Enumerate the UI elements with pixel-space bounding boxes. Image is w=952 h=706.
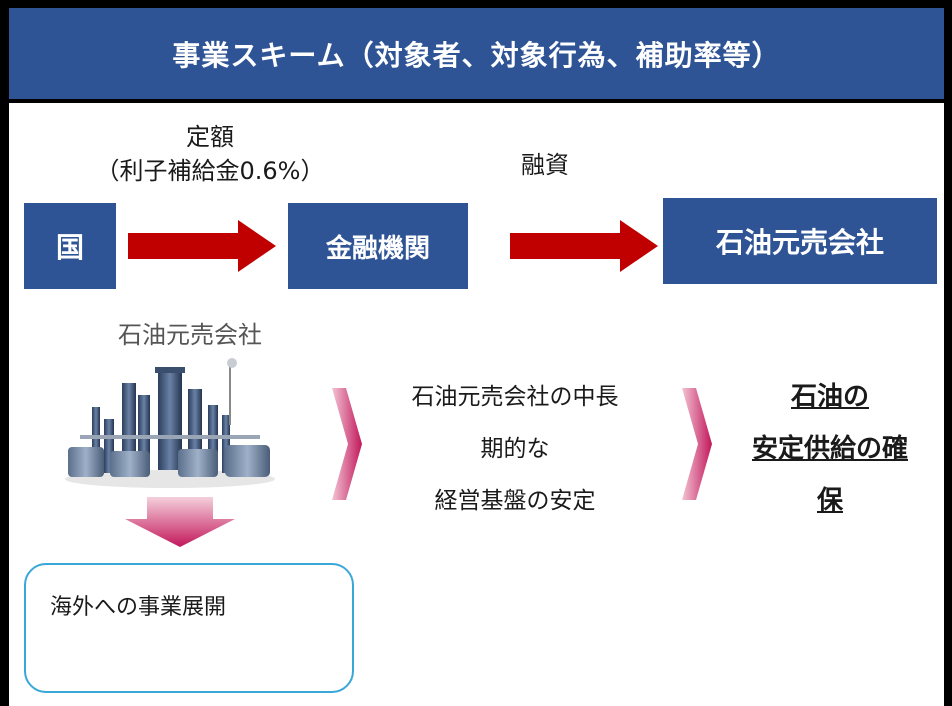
- goal-line2: 安定供給の確: [751, 434, 908, 464]
- goal-line1: 石油の: [790, 382, 869, 412]
- chevron-right-icon: [332, 388, 362, 500]
- subsidy-label-line2: （利子補給金0.6%）: [95, 157, 325, 185]
- country-box: 国: [24, 203, 116, 289]
- goal-line3: 保: [816, 486, 843, 516]
- result-line3: 経営基盤の安定: [434, 488, 596, 514]
- down-arrow-icon: [125, 497, 235, 547]
- overseas-label: 海外への事業展開: [50, 595, 227, 620]
- right-arrow-icon: [510, 220, 658, 272]
- result-line2: 期的な: [480, 436, 550, 462]
- refinery-caption: 石油元売会社: [118, 321, 262, 349]
- overseas-expansion-box: [24, 563, 354, 693]
- header-title: 事業スキーム（対象者、対象行為、補助率等）: [9, 8, 944, 103]
- right-arrow-icon: [128, 220, 276, 272]
- loan-label: 融資: [521, 151, 569, 179]
- bank-box: 金融機関: [288, 203, 468, 289]
- oil-company-box: 石油元売会社: [663, 198, 937, 284]
- chevron-right-icon: [682, 388, 712, 500]
- refinery-illustration: [65, 358, 275, 488]
- subsidy-label-line1: 定額: [186, 123, 234, 151]
- result-line1: 石油元売会社の中長: [411, 384, 619, 410]
